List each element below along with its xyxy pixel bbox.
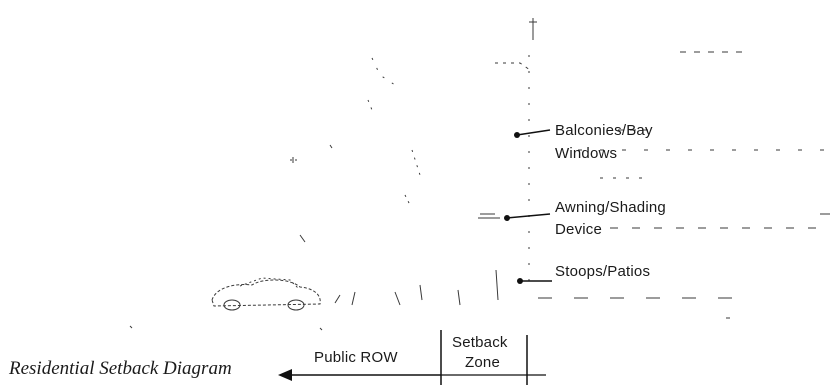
callout-awning: Awning/Shading Device xyxy=(504,199,666,238)
label-balconies-line2: Windows xyxy=(555,145,617,162)
diagram-caption: Residential Setback Diagram xyxy=(8,358,232,379)
callout-stoops: Stoops/Patios xyxy=(517,263,650,284)
label-public-row: Public ROW xyxy=(314,349,398,366)
label-setback-line2: Zone xyxy=(465,354,500,371)
callout-leader xyxy=(516,129,551,136)
left-arrow-icon xyxy=(278,369,292,381)
label-setback-line1: Setback xyxy=(452,334,508,351)
label-awning-line2: Device xyxy=(555,221,602,238)
building-sketch xyxy=(129,18,830,331)
label-stoops: Stoops/Patios xyxy=(555,263,650,280)
zone-markers: Public ROW Setback Zone xyxy=(278,330,546,385)
callout-balconies: Balconies/Bay Windows xyxy=(514,122,653,162)
label-awning-line1: Awning/Shading xyxy=(555,199,666,216)
label-balconies-line1: Balconies/Bay xyxy=(555,122,653,139)
callout-leader xyxy=(506,213,551,219)
